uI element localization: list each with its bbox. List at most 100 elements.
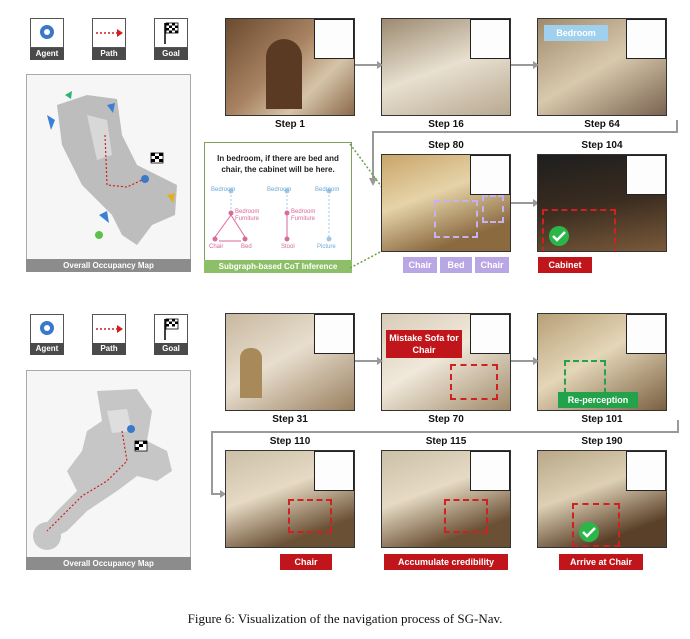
path-icon [96, 29, 123, 37]
cot-node-bedroom-1: Bedroom [211, 187, 236, 193]
tag-accumulate: Accumulate credibility [384, 554, 508, 570]
tag-cabinet: Cabinet [538, 257, 592, 273]
figure-caption: Figure 6: Visualization of the navigatio… [187, 611, 503, 626]
top-step1-inset-map [314, 19, 354, 59]
top-step104-label: Step 104 [581, 140, 623, 151]
legend-goal-box-2 [154, 314, 188, 344]
arch-shape [240, 348, 262, 398]
tag-bed: Bed [440, 257, 472, 273]
arrow-right-icon [355, 357, 383, 365]
goal-flag-icon [164, 22, 179, 44]
tag-chair-1: Chair [403, 257, 437, 273]
bottom-step115-frame [381, 450, 511, 548]
bottom-step31-frame [225, 313, 355, 411]
detected-box [434, 200, 478, 238]
top-step80-frame [381, 154, 511, 252]
arrow-right-icon [511, 61, 539, 69]
legend-goal-box [154, 18, 188, 48]
check-icon [549, 226, 569, 246]
cot-node-stool: Stool [281, 244, 295, 250]
tag-chair: Chair [280, 554, 332, 570]
top-step104-inset-map [626, 155, 666, 195]
cot-caption: Subgraph-based CoT Inference [204, 260, 352, 273]
mistake-label: Mistake Sofa for Chair [386, 330, 462, 358]
cot-subgraph [212, 188, 332, 242]
legend-agent-box [30, 18, 64, 48]
top-step1-frame [225, 18, 355, 116]
bottom-step70-frame: Mistake Sofa for Chair [381, 313, 511, 411]
tag-arrive: Arrive at Chair [559, 554, 643, 570]
reperception-label: Re-perception [558, 392, 638, 408]
wrap-arrow-icon [211, 420, 679, 490]
bottom-step70-inset-map [470, 314, 510, 354]
legend-path-label: Path [92, 48, 126, 60]
cot-inference-panel: In bedroom, if there are bed and chair, … [204, 142, 352, 273]
bottom-step115-label: Step 115 [425, 436, 467, 447]
arrow-right-icon [511, 199, 539, 207]
legend-path-box-2 [92, 314, 126, 344]
legend-agent-label-2: Agent [30, 343, 64, 355]
cot-node-picture: Picture [317, 244, 336, 250]
legend-agent-label: Agent [30, 48, 64, 60]
wrap-arrow-icon [369, 120, 678, 186]
bottom-step190-inset-map [626, 451, 666, 491]
bottom-step70-label: Step 70 [428, 414, 464, 425]
cot-node-bed: Bed [241, 244, 252, 250]
agent-icon [40, 321, 54, 335]
path-icon [96, 325, 123, 333]
arrow-right-icon [511, 357, 539, 365]
door-shape [266, 39, 302, 109]
bottom-step31-inset-map [314, 314, 354, 354]
bottom-step190-frame [537, 450, 667, 548]
legend-goal-label-2: Goal [154, 343, 188, 355]
bottom-step31-label: Step 31 [272, 414, 308, 425]
top-step64-frame: Bedroom [537, 18, 667, 116]
bottom-occupancy-map: Overall Occupancy Map [26, 370, 191, 570]
cot-node-furniture-2: Bedroom Furniture [291, 209, 316, 222]
bottom-step190-label: Step 190 [581, 436, 623, 447]
chair-detection-box [444, 499, 488, 533]
top-step64-inset-map [626, 19, 666, 59]
detected-box [482, 195, 504, 223]
cot-node-furniture-1: Bedroom Furniture [235, 209, 260, 222]
goal-flag-icon [164, 318, 179, 340]
top-step104-frame [537, 154, 667, 252]
bottom-step110-label: Step 110 [269, 436, 311, 447]
legend-goal-label: Goal [154, 48, 188, 60]
cot-node-bedroom-3: Bedroom [315, 187, 340, 193]
cot-node-chair: Chair [209, 244, 224, 250]
cot-node-bedroom-2: Bedroom [267, 187, 292, 193]
arrow-right-icon [211, 487, 226, 498]
bottom-step101-label: Step 101 [581, 414, 623, 425]
bottom-step110-inset-map [314, 451, 354, 491]
cot-text: In bedroom, if there are bed and chair, … [217, 154, 339, 174]
legend-agent-box-2 [30, 314, 64, 344]
top-step80-label: Step 80 [428, 140, 464, 151]
top-step16-inset-map [470, 19, 510, 59]
reperception-box [564, 360, 606, 394]
top-step1-label: Step 1 [274, 119, 305, 130]
top-step16-frame [381, 18, 511, 116]
top-step80-inset-map [470, 155, 510, 195]
bottom-map-caption: Overall Occupancy Map [26, 557, 191, 570]
bottom-map-drawing [33, 389, 172, 550]
chair-detection-box [288, 499, 332, 533]
top-step16-label: Step 16 [428, 119, 464, 130]
bottom-step115-inset-map [470, 451, 510, 491]
agent-icon [40, 25, 54, 39]
legend-path-label-2: Path [92, 343, 126, 355]
bedroom-label: Bedroom [544, 25, 608, 41]
bottom-step110-frame [225, 450, 355, 548]
cot-connector [349, 143, 385, 269]
cabinet-detection-box [542, 209, 616, 251]
check-icon [579, 522, 599, 542]
legend-path-box [92, 18, 126, 48]
arrive-detection-box [572, 503, 620, 547]
top-step64-label: Step 64 [584, 119, 620, 130]
bottom-step101-frame: Re-perception [537, 313, 667, 411]
bottom-step101-inset-map [626, 314, 666, 354]
sofa-detection-box [450, 364, 498, 400]
arrow-right-icon [355, 61, 383, 69]
tag-chair-2: Chair [475, 257, 509, 273]
top-map-drawing [47, 91, 177, 245]
